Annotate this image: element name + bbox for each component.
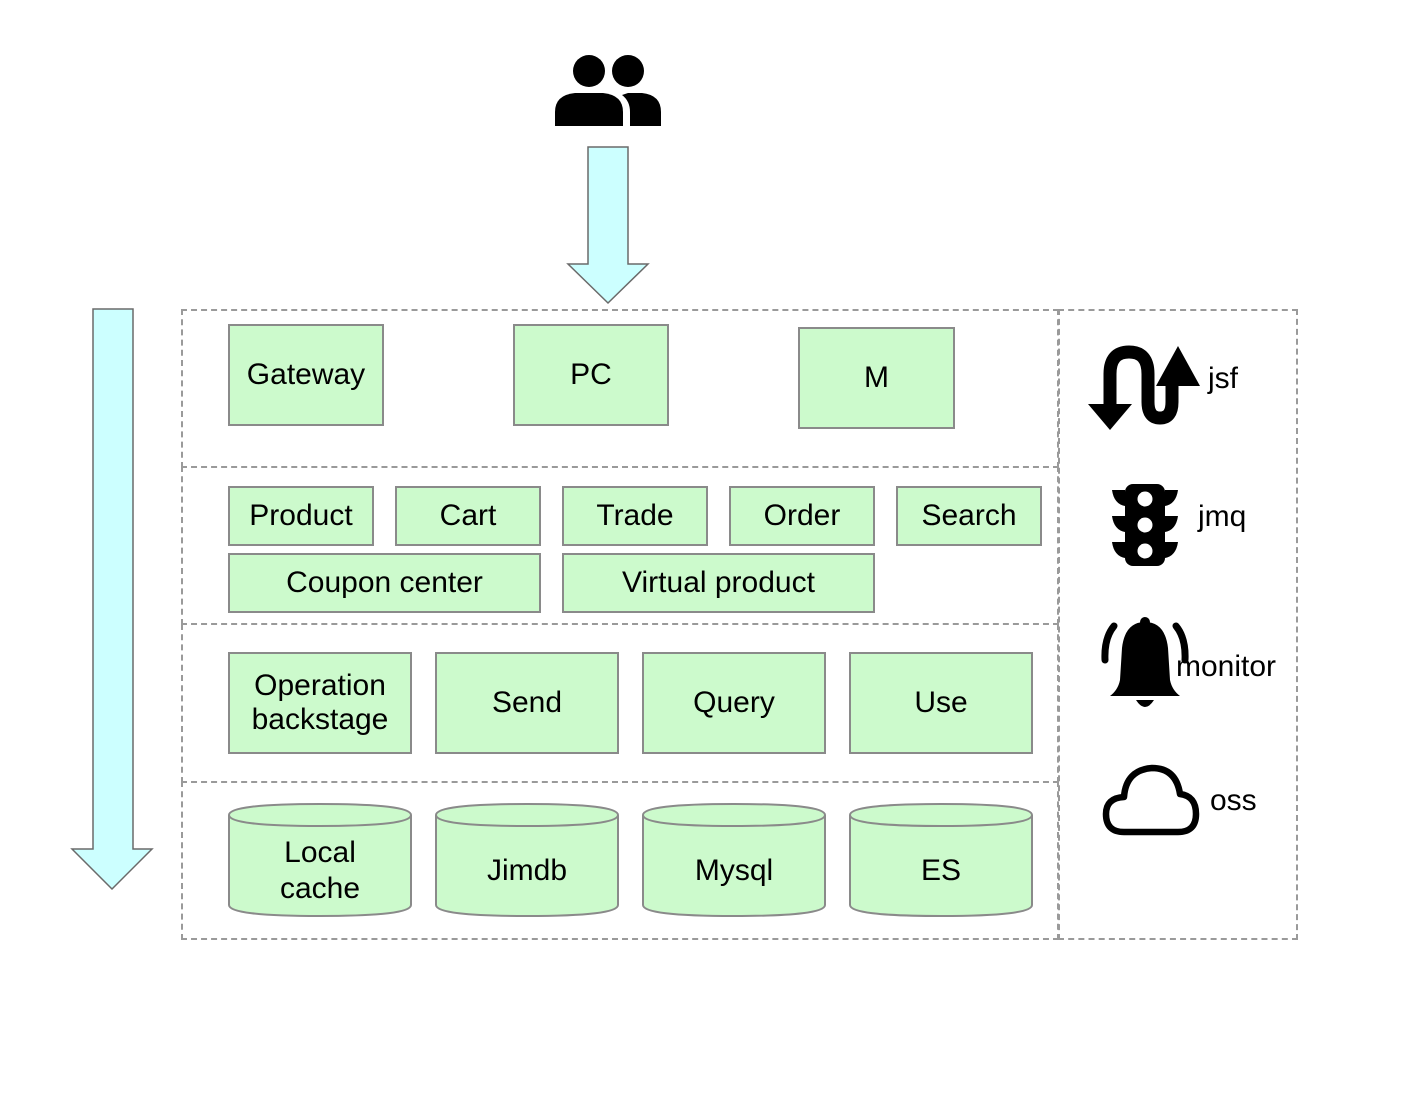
m-box: M xyxy=(798,327,955,429)
operation-backstage-box: Operation backstage xyxy=(228,652,412,754)
es-label: ES xyxy=(920,854,962,887)
middleware-panel xyxy=(1058,309,1298,940)
mysql-cylinder: Mysql xyxy=(642,803,826,917)
alarm-bell-icon xyxy=(1101,617,1189,707)
pc-box: PC xyxy=(513,324,669,426)
mysql-label: Mysql xyxy=(694,854,774,887)
local-cache-label: Local cache xyxy=(279,836,361,905)
request-flow-arrow xyxy=(566,146,650,305)
local-cache-cylinder: Local cache xyxy=(228,803,412,917)
order-box: Order xyxy=(729,486,875,546)
query-box: Query xyxy=(642,652,826,754)
es-cylinder: ES xyxy=(849,803,1033,917)
oss-label: oss xyxy=(1210,784,1257,817)
layer-direction-arrow xyxy=(70,308,154,891)
gateway-box: Gateway xyxy=(228,324,384,426)
send-box: Send xyxy=(435,652,619,754)
use-box: Use xyxy=(849,652,1033,754)
jmq-label: jmq xyxy=(1198,500,1247,533)
jsf-label: jsf xyxy=(1208,362,1238,395)
traffic-light-icon xyxy=(1112,484,1178,566)
jimdb-label: Jimdb xyxy=(486,854,568,887)
trade-box: Trade xyxy=(562,486,708,546)
product-box: Product xyxy=(228,486,374,546)
jimdb-cylinder: Jimdb xyxy=(435,803,619,917)
users-icon xyxy=(555,55,661,126)
monitor-label: monitor xyxy=(1176,650,1277,683)
u-turn-arrows-icon xyxy=(1088,345,1200,430)
cart-box: Cart xyxy=(395,486,541,546)
virtual-product-box: Virtual product xyxy=(562,553,875,613)
search-box: Search xyxy=(896,486,1042,546)
cloud-icon xyxy=(1102,764,1200,836)
coupon-center-box: Coupon center xyxy=(228,553,541,613)
